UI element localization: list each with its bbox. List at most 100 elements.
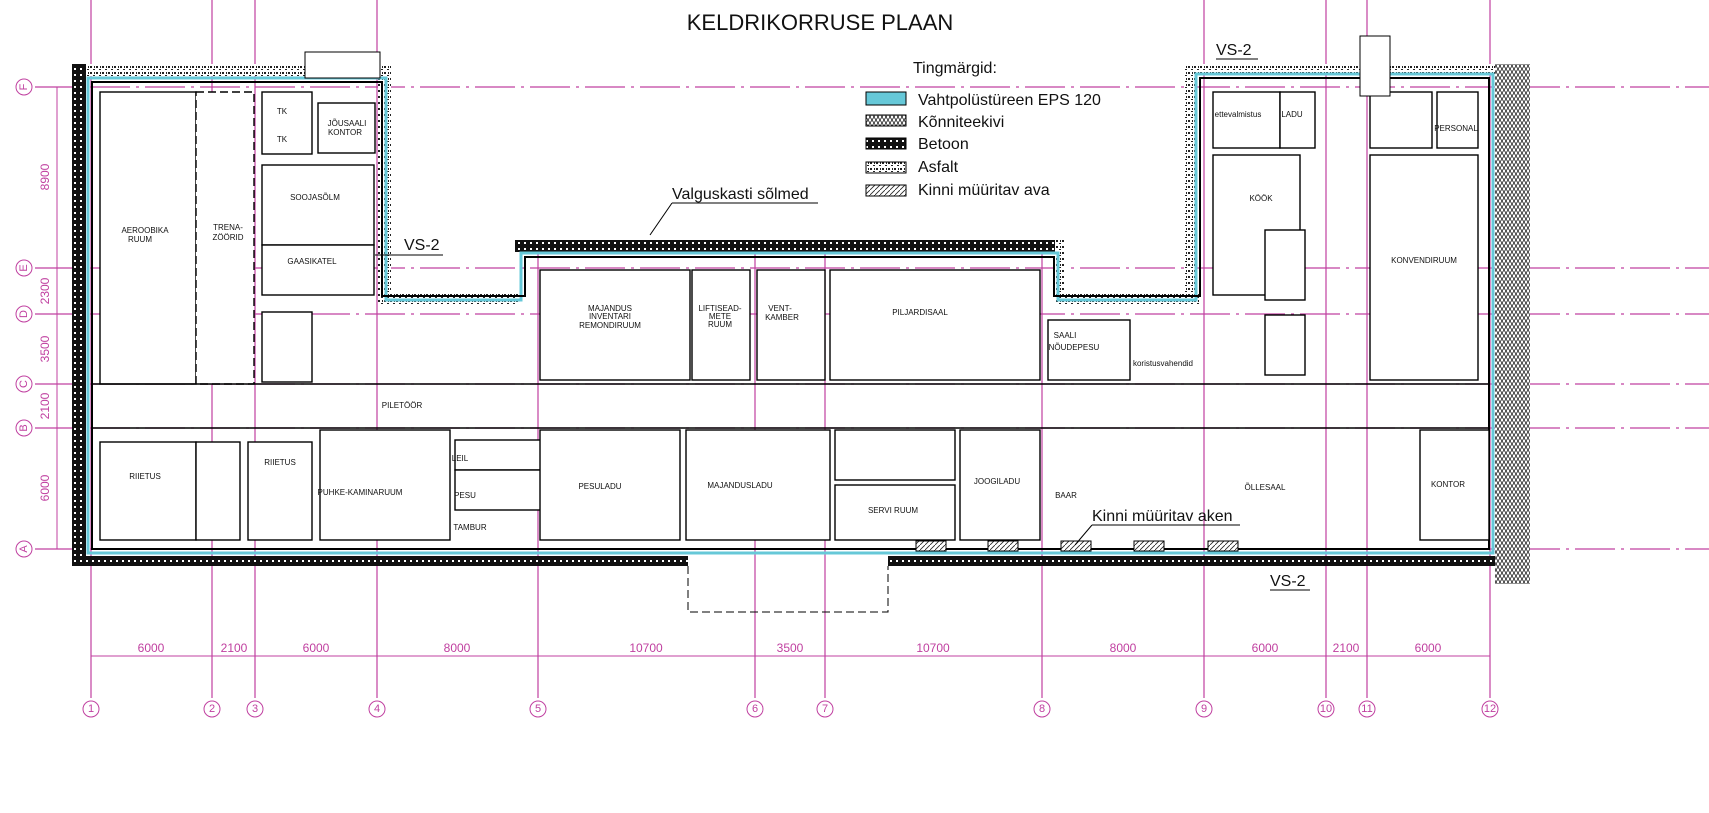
room-label: SERVI RUUM <box>868 506 918 515</box>
axis-label: D <box>18 310 30 318</box>
dim-label: 2300 <box>38 277 52 304</box>
room-label: RUUM <box>708 320 732 329</box>
axis-label: 7 <box>822 703 828 715</box>
room-label: LIFTISEAD- <box>698 304 741 313</box>
room-label: REMONDIRUUM <box>579 321 641 330</box>
room-label: PESU <box>454 491 476 500</box>
dim-label: 2100 <box>1333 641 1360 655</box>
room-label: PESULADU <box>578 482 621 491</box>
axis-label: A <box>18 545 30 553</box>
legend-label: Betoon <box>918 136 969 153</box>
dim-label: 6000 <box>138 641 165 655</box>
room-label: AEROOBIKA <box>121 226 169 235</box>
room-label: TAMBUR <box>453 523 486 532</box>
room-labels: AEROOBIKA RUUM TRENA- ZÖÖRID TK TK JÕUSA… <box>121 107 1478 532</box>
room-label: RIIETUS <box>264 458 296 467</box>
room-label: koristusvahendid <box>1133 359 1193 368</box>
legend-label: Asfalt <box>918 159 959 176</box>
axis-label: 10 <box>1320 703 1332 715</box>
room-label: PUHKE-KAMINARUUM <box>318 488 403 497</box>
dim-label: 10700 <box>629 641 663 655</box>
legend-swatch-paving <box>865 114 907 127</box>
room-label: TK <box>277 107 288 116</box>
room-label: RIIETUS <box>129 472 161 481</box>
legend-swatch-eps <box>865 91 907 106</box>
axis-label: C <box>18 380 30 388</box>
legend-swatch-asphalt <box>865 161 907 174</box>
room-label: KONTOR <box>1431 480 1465 489</box>
horizontal-dimensions: 6000 2100 6000 8000 10700 3500 10700 800… <box>91 641 1490 657</box>
axis-label: 6 <box>752 703 758 715</box>
annotations: Valguskasti sõlmed VS-2 VS-2 VS-2 Kinni … <box>375 42 1310 591</box>
axis-label: 2 <box>209 703 215 715</box>
legend-swatch-concrete <box>865 137 907 150</box>
bricked-windows <box>915 540 1239 552</box>
room-label: MAJANDUS <box>588 304 632 313</box>
room-label: RUUM <box>128 235 152 244</box>
room-label: PERSONAL <box>1434 124 1478 133</box>
dim-label: 2100 <box>221 641 248 655</box>
room-label: BAAR <box>1055 491 1077 500</box>
room-label: PILETÖÖR <box>382 401 423 410</box>
legend: Tingmärgid: Vahtpolüstüreen EPS 120 Kõnn… <box>865 60 1101 199</box>
vs2-label: VS-2 <box>404 237 440 254</box>
room-label: MAJANDUSLADU <box>707 481 773 490</box>
room-label: ÕLLESAAL <box>1245 483 1286 492</box>
dim-label: 6000 <box>1415 641 1442 655</box>
room-label: ZÖÖRID <box>212 233 243 242</box>
plan-title: KELDRIKORRUSE PLAAN <box>687 10 954 35</box>
dim-label: 6000 <box>1252 641 1279 655</box>
light-well-note: Valguskasti sõlmed <box>672 186 809 203</box>
legend-label: Kinni müüritav ava <box>918 182 1050 199</box>
axis-label: 8 <box>1039 703 1045 715</box>
dim-label: 3500 <box>777 641 804 655</box>
dim-label: 6000 <box>303 641 330 655</box>
dim-label: 8000 <box>444 641 471 655</box>
room-label: TK <box>277 135 288 144</box>
axis-label: 4 <box>374 703 380 715</box>
room-label: NÕUDEPESU <box>1049 343 1100 352</box>
room-label: JOOGILADU <box>974 477 1020 486</box>
dim-label: 2100 <box>38 392 52 419</box>
dim-label: 10700 <box>916 641 950 655</box>
room-label: KONTOR <box>328 128 362 137</box>
room-label: KÖÖK <box>1249 194 1273 203</box>
legend-heading: Tingmärgid: <box>913 60 997 77</box>
axis-label: 12 <box>1484 703 1496 715</box>
exterior-walls <box>72 64 1530 613</box>
vs2-label: VS-2 <box>1270 573 1306 590</box>
bricked-window-note: Kinni müüritav aken <box>1092 508 1233 525</box>
rooms <box>92 35 1490 541</box>
room-label: JÕUSAALI <box>328 119 367 128</box>
axis-label: B <box>18 424 30 431</box>
legend-swatch-bricked <box>865 184 907 197</box>
room-label: GAASIKATEL <box>287 257 337 266</box>
axis-label: 9 <box>1201 703 1207 715</box>
dim-label: 6000 <box>38 474 52 501</box>
room-label: SAALI <box>1054 331 1077 340</box>
axis-label: 5 <box>535 703 541 715</box>
room-label: VENT- <box>768 304 792 313</box>
vertical-dimensions: 8900 2300 3500 2100 6000 <box>38 87 58 549</box>
axis-label: F <box>18 83 30 90</box>
legend-label: Kõnniteekivi <box>918 114 1004 131</box>
room-label: LADU <box>1281 110 1303 119</box>
room-label: SOOJASÕLM <box>290 193 340 202</box>
axis-label: 1 <box>88 703 94 715</box>
room-label: KAMBER <box>765 313 799 322</box>
room-label: KONVENDIRUUM <box>1391 256 1457 265</box>
room-label: LEIL <box>452 454 469 463</box>
room-label: ettevalmistus <box>1215 110 1262 119</box>
room-label: INVENTARI <box>589 312 631 321</box>
dim-label: 8900 <box>38 163 52 190</box>
axis-label: E <box>18 264 30 271</box>
dim-label: 8000 <box>1110 641 1137 655</box>
axis-label: 3 <box>252 703 258 715</box>
room-label: PILJARDISAAL <box>892 308 948 317</box>
room-label: TRENA- <box>213 223 243 232</box>
column-axis-markers: 1 2 3 4 5 6 7 8 9 10 11 12 <box>82 700 1499 718</box>
legend-label: Vahtpolüstüreen EPS 120 <box>918 92 1101 109</box>
axis-label: 11 <box>1361 703 1372 715</box>
vs2-label: VS-2 <box>1216 42 1252 59</box>
